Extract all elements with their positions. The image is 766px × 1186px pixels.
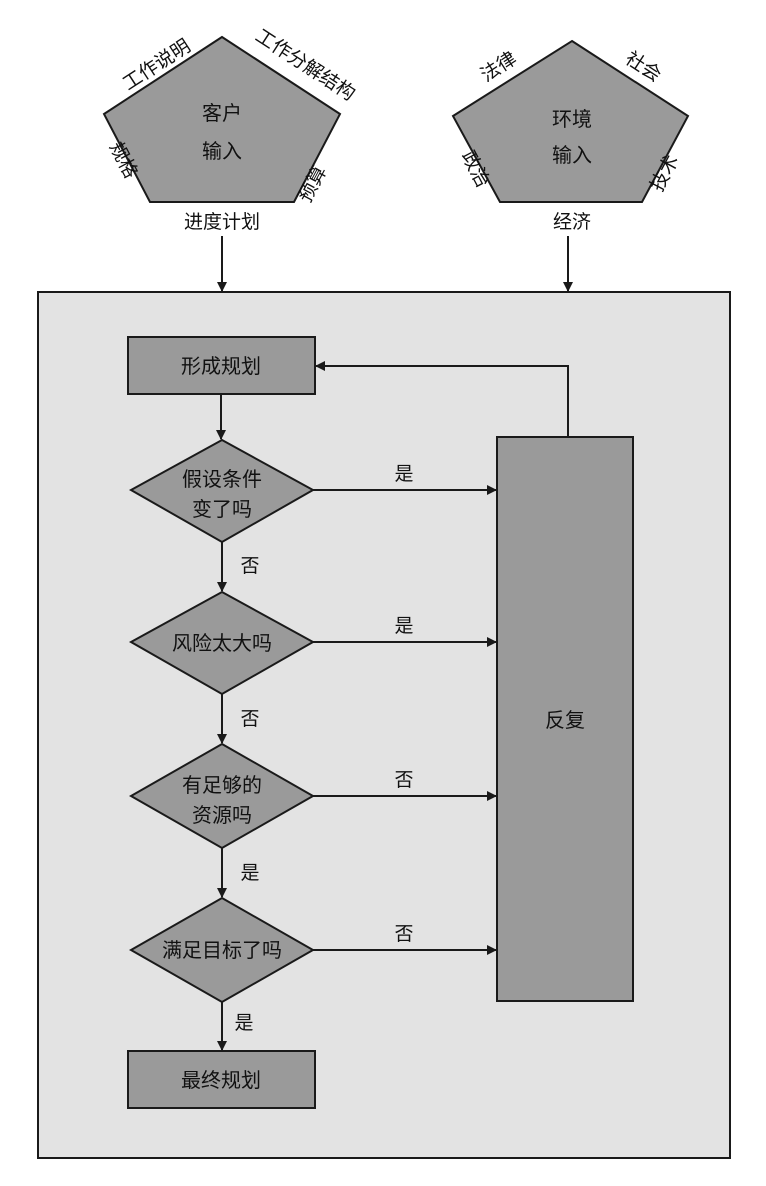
environment-input-title-line1: 环境 [552,107,592,131]
decision2-label: 风险太大吗 [172,631,272,655]
decision4-yes-label: 是 [234,1012,253,1034]
final-plan-label: 最终规划 [181,1068,261,1092]
decision4-no-label: 否 [394,923,413,945]
decision2-yes-label: 是 [394,615,413,637]
feedback-loop-arrow [315,361,569,437]
feedback-box [496,436,634,1002]
form-plan-box [127,336,316,395]
customer-input-title-line1: 客户 [202,101,242,125]
decision1-yes-label: 是 [394,463,413,485]
decision1-label-line1: 假设条件 [182,467,262,491]
environment-input-title-line2: 输入 [552,143,592,167]
decision1-no-label: 否 [240,555,259,577]
feedback-box-label: 反复 [545,708,585,732]
customer-input-title-line2: 输入 [202,139,242,163]
decision3-label-line1: 有足够的 [182,773,262,797]
environment-input-pentagon: 环境 输入 法律 社会 政治 技术 经济 [451,39,690,233]
form-plan-label: 形成规划 [181,354,261,378]
decision3-yes-label: 是 [240,862,259,884]
decision1-label-line2: 变了吗 [192,497,252,521]
decision3-label-line2: 资源吗 [192,803,252,827]
decision3-no-label: 否 [394,769,413,791]
customer-edge-schedule: 进度计划 [184,211,260,233]
decision4-label: 满足目标了吗 [162,938,282,962]
final-plan-box [127,1050,316,1109]
decision2-no-label: 否 [240,708,259,730]
environment-edge-economy: 经济 [553,211,591,233]
customer-input-pentagon: 客户 输入 工作说明 工作分解结构 规格 预算 进度计划 [102,25,359,233]
